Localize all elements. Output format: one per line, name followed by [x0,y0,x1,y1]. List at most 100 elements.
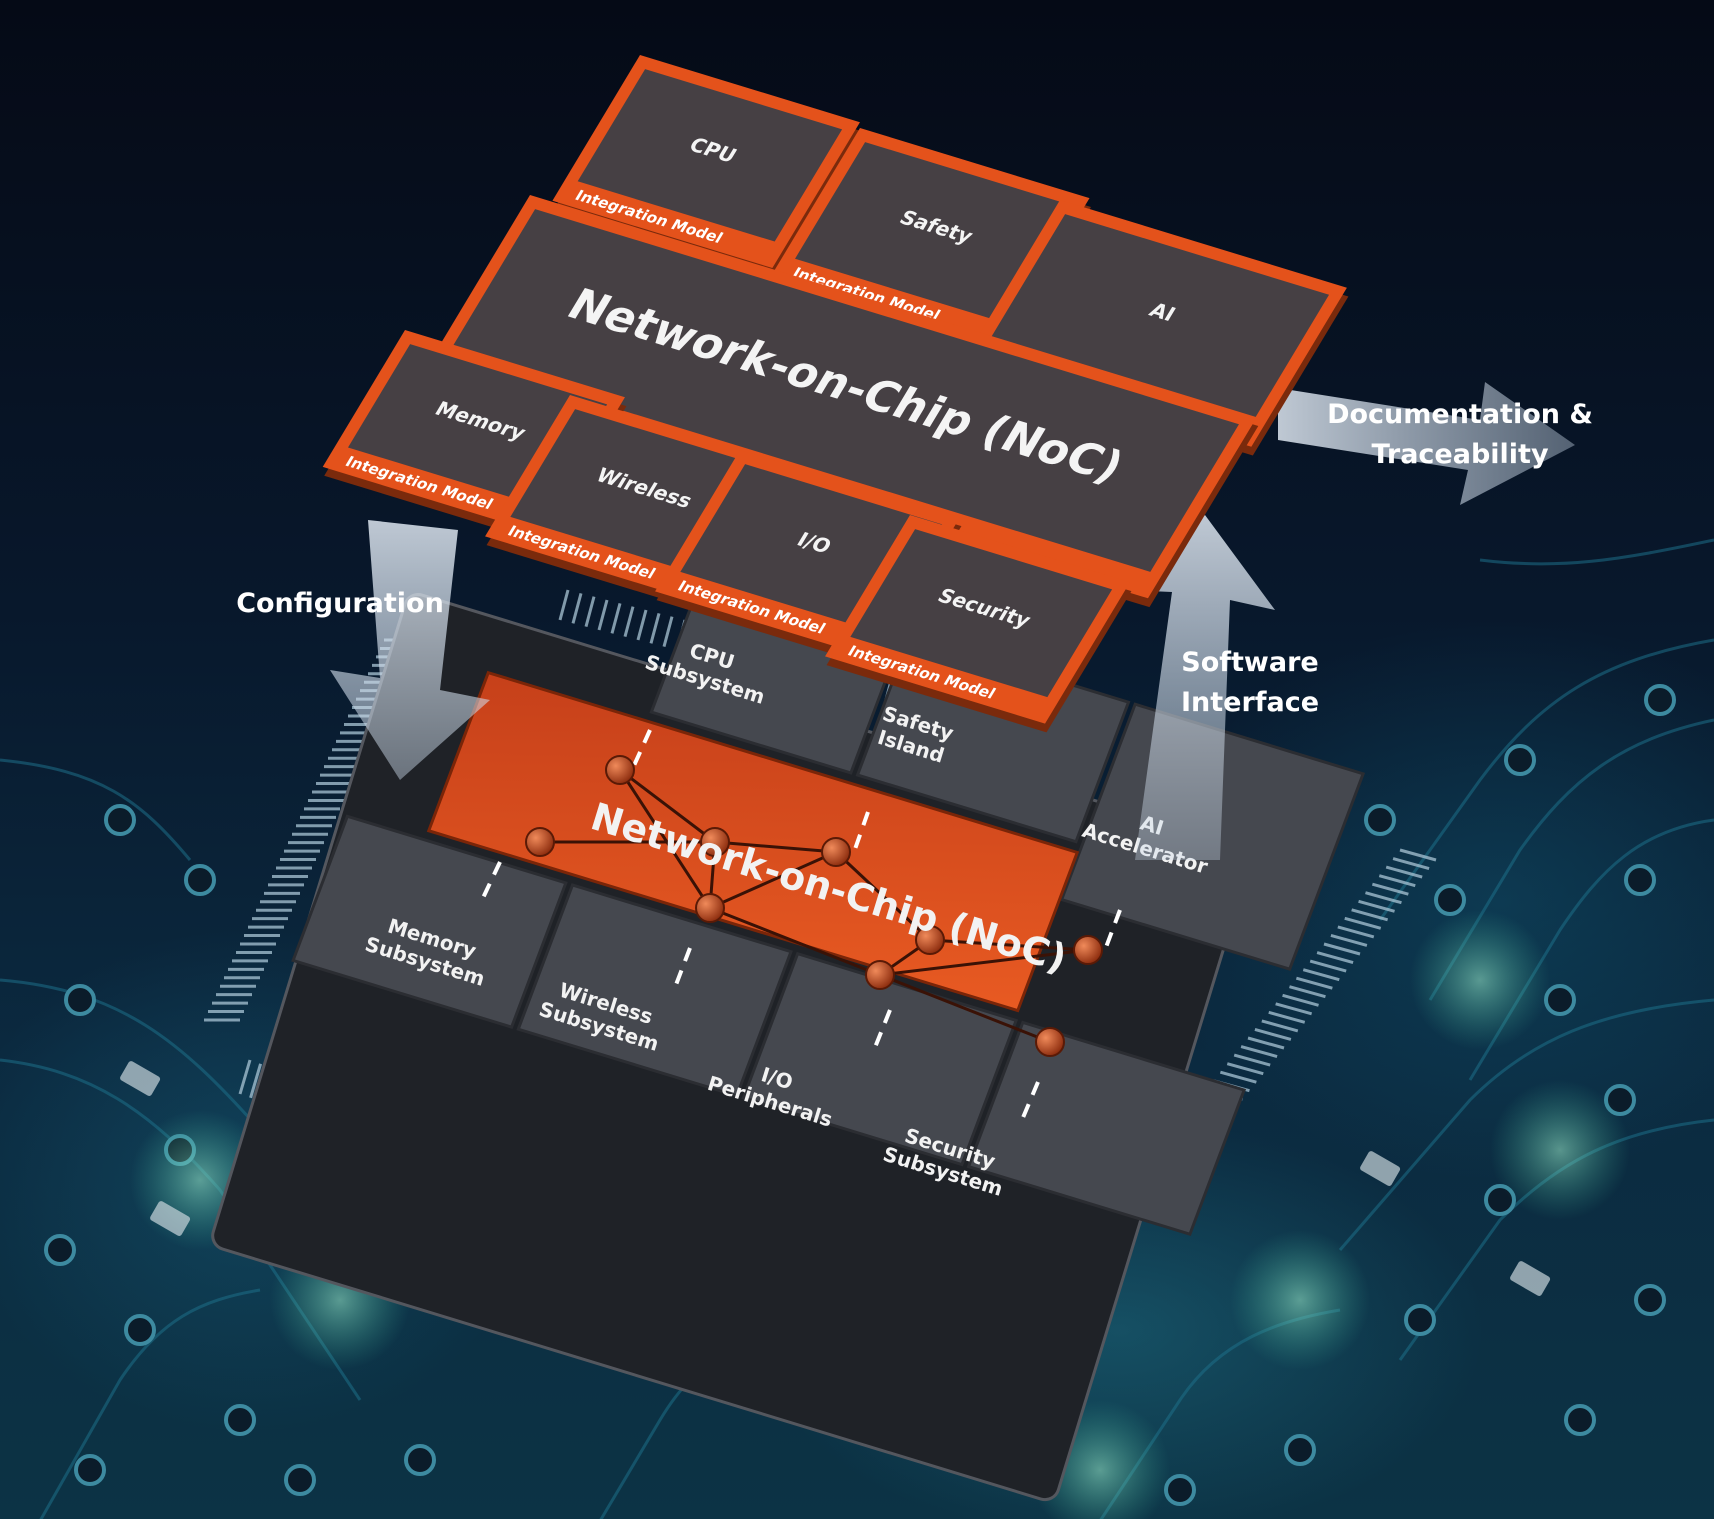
chip-pin [1275,1002,1313,1016]
chip-pin [649,612,661,644]
chip-pin [636,609,648,641]
chip-pin [1233,1053,1271,1067]
configuration-label: Configuration [236,588,444,619]
chip-pin [1247,1036,1285,1050]
chip-pin [1371,882,1409,896]
pcb-via [1564,1404,1596,1436]
pcb-component [1360,1151,1401,1186]
pcb-via [184,864,216,896]
software-interface-arrow [1125,515,1275,860]
pcb-via [64,984,96,1016]
chip-pin [1378,874,1416,888]
chip-pin [623,606,635,638]
chip-block-security-subsystem [966,1020,1247,1237]
noc-link [619,768,716,844]
pcb-component [150,1201,191,1236]
pcb-background [0,538,1714,1521]
chip-pin [1268,1010,1306,1024]
pcb-via [1504,744,1536,776]
chip-pin [1316,951,1354,964]
pcb-trace [1378,638,1714,921]
noc-router-node [700,827,730,857]
noc-port [1020,1081,1040,1121]
pcb-via [1364,804,1396,836]
chip-block-wireless-subsystem [516,883,793,1098]
float-block-noc-panel [446,209,1239,572]
pcb-trace [1479,538,1714,566]
chip-pin [1385,865,1423,879]
chip-pin [1337,925,1375,939]
chip-pin [1302,968,1340,982]
chip-pin [1392,857,1430,870]
noc-router-node [525,827,555,857]
noc-router-node [1035,1027,1065,1057]
pcb-via [224,1404,256,1436]
chip-pin [662,616,674,648]
chip-pin [1226,1062,1264,1076]
noc-link [714,840,837,854]
pcb-component [1510,1261,1551,1296]
chip-pin [238,1059,252,1095]
configuration-arrow [330,520,490,780]
noc-link [709,906,881,977]
pcb-via [404,1444,436,1476]
chip-pin [1344,916,1382,930]
chip-pin [610,602,622,634]
noc-link [834,850,932,942]
chip-pin [1399,848,1437,862]
bottom-strip [0,1519,1714,1521]
pcb-trace [0,758,192,861]
chip-pin [1358,899,1395,913]
chip-pin [1282,993,1319,1007]
noc-link [618,769,712,909]
noc-router-node [821,837,851,867]
noc-port [672,947,692,991]
noc-port [480,861,502,901]
noc-link [879,973,1051,1044]
pcb-trace [38,1288,261,1521]
noc-router-node [865,960,895,990]
chip-pin [1240,1045,1278,1058]
noc-router-node [695,893,725,923]
pcb-via [1434,884,1466,916]
float-block-security-panel [850,529,1113,698]
pcb-via [104,804,136,836]
pcb-via [44,1234,76,1266]
pcb-trace [1338,998,1714,1251]
chip-pin [1309,959,1347,973]
noc-router-node [915,925,945,955]
chip-pin [1351,908,1389,922]
chip-pin [1254,1028,1292,1041]
noc-port [630,729,652,771]
noc-link [879,948,1089,977]
pcb-via [1634,1284,1666,1316]
pcb-trace [0,978,422,1302]
noc-port [1103,909,1122,951]
documentation-arrow [1278,382,1575,505]
chip-pin [1289,985,1326,999]
noc-port [852,811,870,853]
noc-mesh [480,729,1122,1121]
pcb-glow [1230,1230,1370,1370]
pcb-component [120,1061,161,1096]
float-block-cpu-panel [577,69,843,242]
pcb-glow [1410,910,1550,1050]
noc-port [872,1009,892,1051]
pcb-via [124,1314,156,1346]
noc-link [929,938,1089,952]
pcb-via [1644,684,1676,716]
chip-pin [1295,976,1333,990]
chip-pin [1365,891,1402,905]
float-block-ai-panel [989,214,1330,421]
chip-pin [558,589,570,621]
pcb-glow [1490,1080,1630,1220]
chip-pin [1323,942,1361,956]
pcb-via [1164,1474,1196,1506]
noc-router-node [1073,935,1103,965]
pcb-via [284,1464,316,1496]
